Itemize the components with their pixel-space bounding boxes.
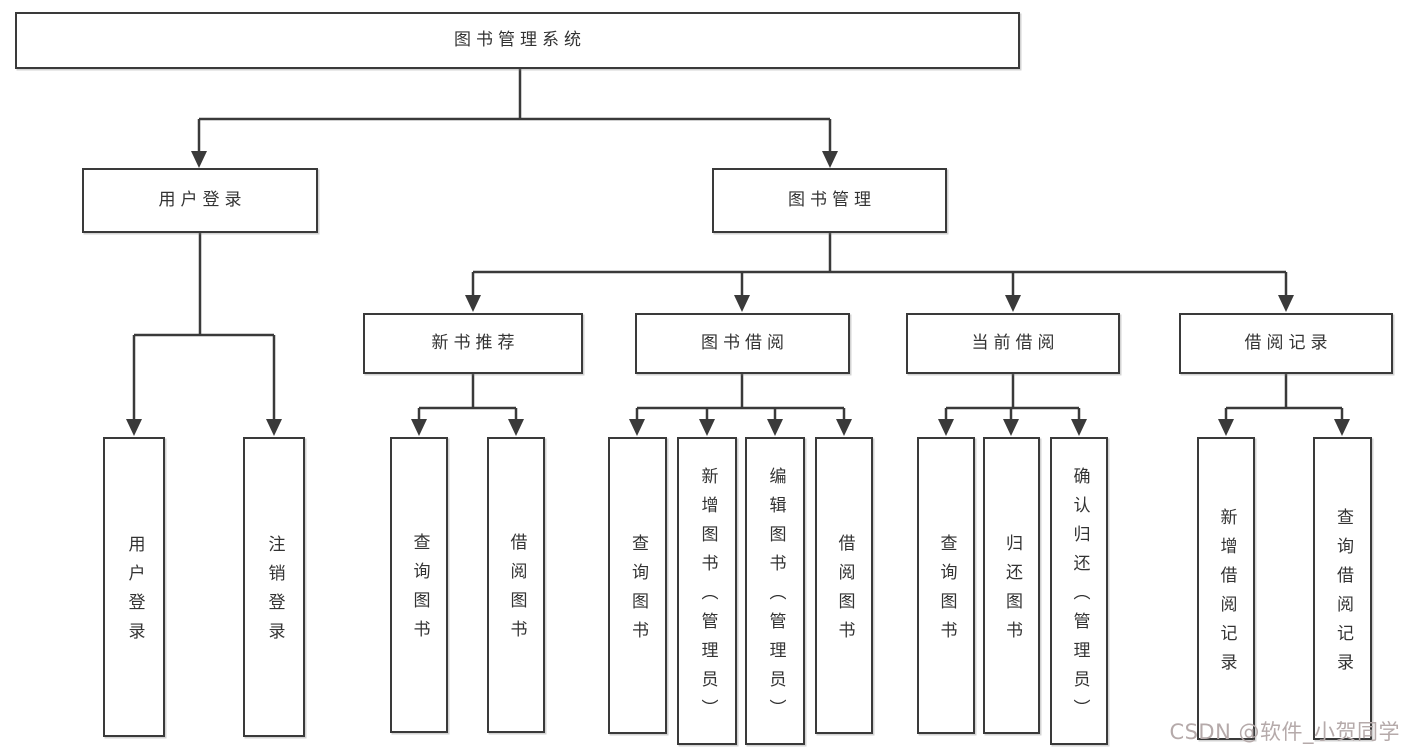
arrowhead-icons-current-borrowing-leaves <box>938 419 1087 436</box>
arrowhead-icons-level3 <box>465 295 1294 312</box>
leaf-query-books-borrowing: 查询图书 <box>608 437 667 734</box>
connector-root-to-level2 <box>197 69 832 152</box>
node-label: 图书借阅 <box>701 333 789 353</box>
connector-borrowing-records <box>1224 374 1344 420</box>
node-label: 注销登录 <box>264 535 285 651</box>
arrowhead-icons-borrowing-records-leaves <box>1218 419 1350 436</box>
connector-current-borrowing <box>944 374 1081 420</box>
leaf-query-books-current: 查询图书 <box>917 437 975 734</box>
leaf-borrow-books-borrowing: 借阅图书 <box>815 437 873 734</box>
leaf-borrow-books-recommend: 借阅图书 <box>487 437 545 733</box>
leaf-query-borrow-record: 查询借阅记录 <box>1313 437 1372 740</box>
node-label: 查询图书 <box>628 533 648 650</box>
node-label: 借阅记录 <box>1244 333 1333 353</box>
node-label: 用户登录 <box>158 190 247 210</box>
node-borrowing-records: 借阅记录 <box>1179 313 1393 374</box>
leaf-return-books: 归还图书 <box>983 437 1040 734</box>
node-label: 归还图书 <box>1002 533 1022 650</box>
node-label: 图书管理 <box>788 190 876 210</box>
node-book-borrowing: 图书借阅 <box>635 313 850 374</box>
node-label: 确认归还（管理员） <box>1069 466 1090 728</box>
arrowhead-icons-level2 <box>191 151 838 168</box>
node-book-management: 图书管理 <box>712 168 947 233</box>
node-label: 借阅图书 <box>834 533 855 650</box>
node-current-borrowing: 当前借阅 <box>906 313 1120 374</box>
arrowhead-icons-new-book-leaves <box>411 419 524 436</box>
connector-book-management-branch <box>471 233 1288 296</box>
node-label: 当前借阅 <box>971 333 1060 353</box>
leaf-logout-login: 注销登录 <box>243 437 305 737</box>
leaf-edit-book-admin: 编辑图书（管理员） <box>745 437 805 745</box>
node-root: 图书管理系统 <box>15 12 1020 69</box>
leaf-confirm-return-admin: 确认归还（管理员） <box>1050 437 1108 745</box>
connector-user-login-branch <box>132 233 276 420</box>
node-new-book-recommend: 新书推荐 <box>363 313 583 374</box>
node-label: 用户登录 <box>124 535 145 651</box>
connector-book-borrowing <box>635 374 846 420</box>
node-label: 借阅图书 <box>506 533 527 649</box>
csdn-watermark: CSDN @软件_小贺同学 <box>1169 720 1400 744</box>
leaf-add-book-admin: 新增图书（管理员） <box>677 437 737 745</box>
node-label: 查询借阅记录 <box>1333 507 1353 682</box>
node-label: 新增借阅记录 <box>1216 507 1237 682</box>
connector-new-book-recommend <box>417 374 518 420</box>
leaf-user-login: 用户登录 <box>103 437 165 737</box>
leaf-add-borrow-record: 新增借阅记录 <box>1197 437 1255 740</box>
node-label: 编辑图书（管理员） <box>765 466 786 728</box>
node-user-login-branch: 用户登录 <box>82 168 318 233</box>
leaf-query-books-recommend: 查询图书 <box>390 437 448 733</box>
arrowhead-icons-book-borrowing-leaves <box>629 419 852 436</box>
node-label: 查询图书 <box>936 533 957 650</box>
node-label: 新书推荐 <box>431 333 520 353</box>
arrowhead-icons-user-login-leaves <box>126 419 282 436</box>
node-label: 查询图书 <box>409 533 430 649</box>
node-label: 图书管理系统 <box>454 30 586 50</box>
node-label: 新增图书（管理员） <box>697 466 718 728</box>
